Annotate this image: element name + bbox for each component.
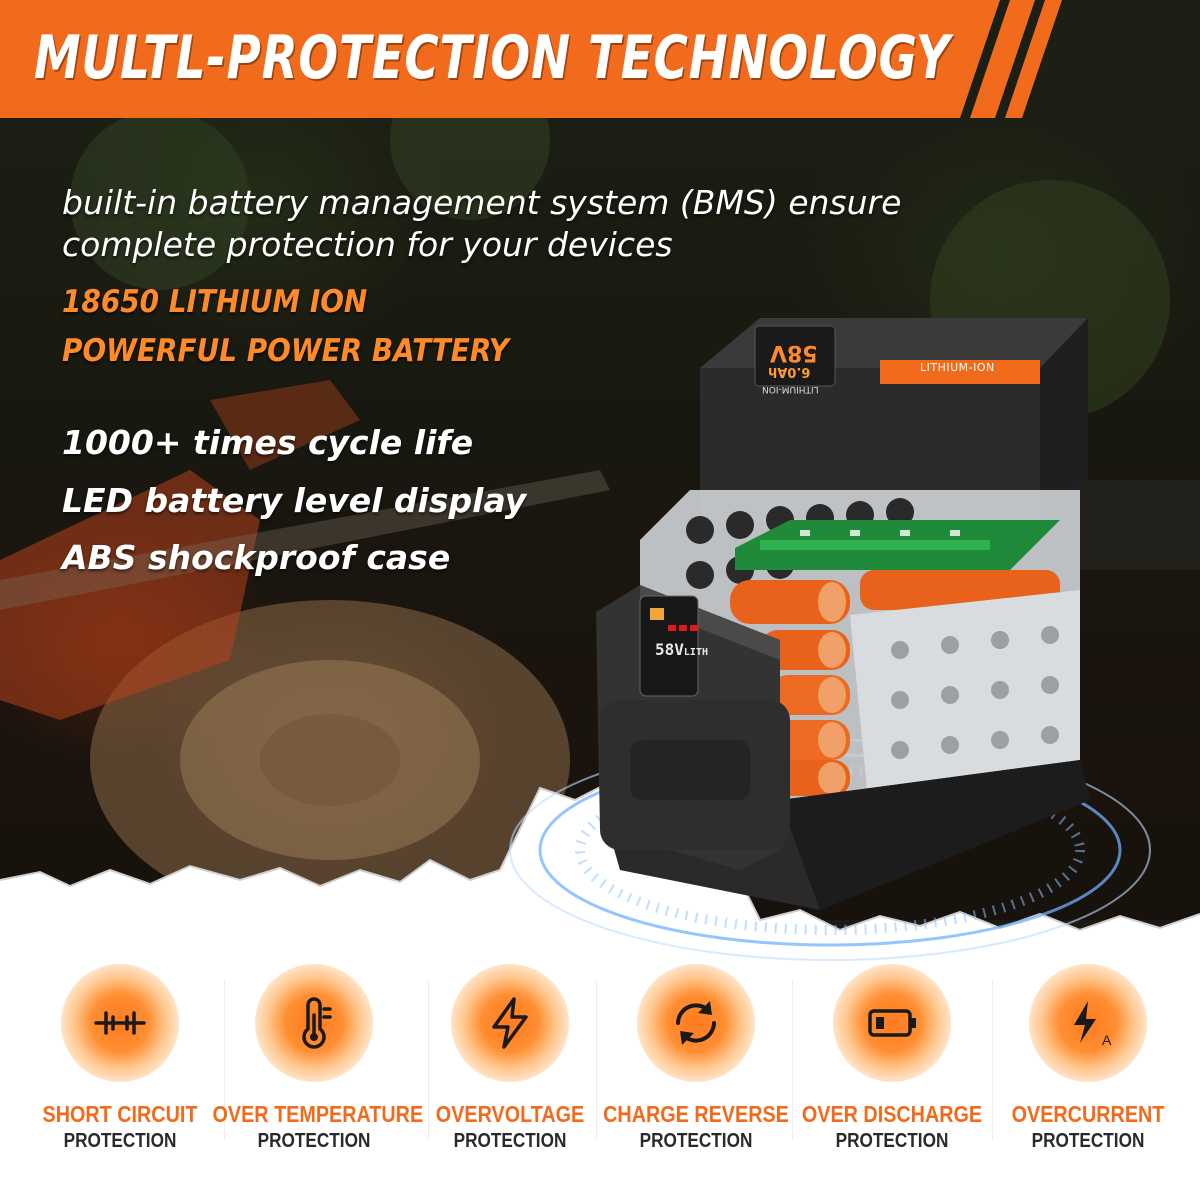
feature-cycle-life: 1000+ times cycle life <box>62 423 474 462</box>
protection-overcurrent: A OVERCURRENT PROTECTION <box>990 960 1186 1180</box>
protection-sub: PROTECTION <box>257 1130 371 1152</box>
protection-label: OVERVOLTAGE <box>435 1101 585 1127</box>
protection-label: CHARGE REVERSE <box>603 1101 789 1127</box>
protection-sub: PROTECTION <box>639 1130 753 1152</box>
protection-sub: PROTECTION <box>835 1130 949 1152</box>
protection-label: OVERCURRENT <box>1011 1101 1165 1127</box>
protection-overvoltage: OVERVOLTAGE PROTECTION <box>412 960 608 1180</box>
battery-strip-label: LITHIUM-ION <box>920 361 995 374</box>
bms-description-line-2: complete protection for your devices <box>62 225 673 264</box>
bms-description-line-1: built-in battery management system (BMS)… <box>62 183 902 222</box>
page-title: MULTL-PROTECTION TECHNOLOGY <box>34 23 951 93</box>
bms-description: built-in battery management system (BMS)… <box>62 182 1042 266</box>
protection-label: OVER TEMPERATURE <box>212 1101 424 1127</box>
icon-divider <box>428 980 429 1140</box>
protection-short-circuit: SHORT CIRCUIT PROTECTION <box>22 960 218 1180</box>
highlight-line-1: 18650 LITHIUM ION <box>62 284 368 320</box>
icon-divider <box>224 980 225 1140</box>
battery-voltage-label: 58V <box>770 340 818 365</box>
reverse-arrows-icon <box>637 964 755 1082</box>
protection-over-discharge: OVER DISCHARGE PROTECTION <box>794 960 990 1180</box>
feature-abs-case: ABS shockproof case <box>62 538 451 577</box>
thermometer-icon <box>255 964 373 1082</box>
battery-type-label: LITHIUM-ION <box>762 384 819 394</box>
protection-over-temperature: OVER TEMPERATURE PROTECTION <box>213 960 423 1180</box>
protection-label: OVER DISCHARGE <box>801 1101 983 1127</box>
protection-sub: PROTECTION <box>453 1130 567 1152</box>
protection-sub: PROTECTION <box>63 1130 177 1152</box>
protection-sub: PROTECTION <box>1031 1130 1145 1152</box>
icon-divider <box>992 980 993 1140</box>
battery-capacity-label: 6.0Ah <box>768 364 811 379</box>
protection-icons: SHORT CIRCUIT PROTECTION OVER TEMPERATUR… <box>0 960 1200 1180</box>
icon-divider <box>596 980 597 1140</box>
short-circuit-icon <box>61 964 179 1082</box>
battery-low-icon <box>833 964 951 1082</box>
current-symbol: A <box>1102 1032 1112 1048</box>
title-banner <box>0 0 1062 118</box>
current-bolt-icon: A <box>1029 964 1147 1082</box>
lightning-bolt-icon <box>451 964 569 1082</box>
icon-divider <box>792 980 793 1140</box>
protection-label: SHORT CIRCUIT <box>42 1101 198 1127</box>
highlight-line-2: POWERFUL POWER BATTERY <box>62 333 509 369</box>
feature-led-display: LED battery level display <box>62 481 527 520</box>
front-voltage-label: 58VLITH <box>655 640 708 659</box>
protection-charge-reverse: CHARGE REVERSE PROTECTION <box>598 960 794 1180</box>
